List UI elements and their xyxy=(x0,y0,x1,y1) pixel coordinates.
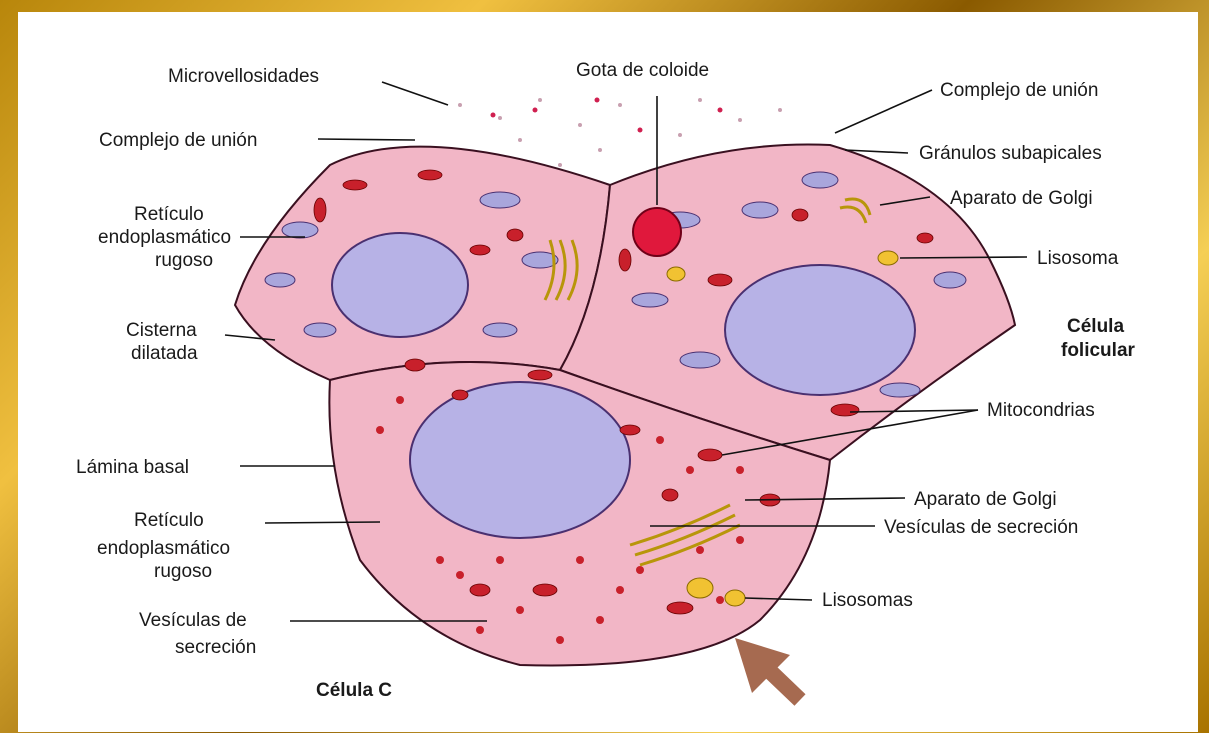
label-reticulo-bottom-3: rugoso xyxy=(154,561,212,582)
pointer-arrow xyxy=(735,638,800,700)
nucleus-c-cell xyxy=(410,382,630,538)
label-reticulo-top-2: endoplasmático xyxy=(98,227,231,248)
label-granulos-subapicales: Gránulos subapicales xyxy=(919,143,1102,164)
lysosome-top xyxy=(878,251,898,265)
lysosome-mid xyxy=(667,267,685,281)
label-lamina-basal: Lámina basal xyxy=(76,457,189,478)
label-golgi-bottom: Aparato de Golgi xyxy=(914,489,1057,510)
label-reticulo-top-1: Retículo xyxy=(134,204,204,225)
label-celula-folicular-1: Célula xyxy=(1067,316,1124,337)
label-complejo-union-left: Complejo de unión xyxy=(99,130,257,151)
label-complejo-union-right: Complejo de unión xyxy=(940,80,1098,101)
colloid-drop xyxy=(633,208,681,256)
label-reticulo-top-3: rugoso xyxy=(155,250,213,271)
label-golgi-top: Aparato de Golgi xyxy=(950,188,1093,209)
label-celula-c: Célula C xyxy=(316,680,392,701)
label-reticulo-bottom-2: endoplasmático xyxy=(97,538,230,559)
nucleus-left-follicular xyxy=(332,233,468,337)
label-microvellosidades: Microvellosidades xyxy=(168,66,319,87)
label-cisterna-1: Cisterna xyxy=(126,320,197,341)
label-mitocondrias: Mitocondrias xyxy=(987,400,1095,421)
label-celula-folicular-2: folicular xyxy=(1061,340,1136,361)
label-vesiculas-left-1: Vesículas de xyxy=(139,610,247,631)
lysosome-bottom-1 xyxy=(687,578,713,598)
label-vesiculas-right: Vesículas de secreción xyxy=(884,517,1078,538)
label-lisosoma: Lisosoma xyxy=(1037,248,1119,269)
label-reticulo-bottom-1: Retículo xyxy=(134,510,204,531)
label-gota-coloide: Gota de coloide xyxy=(576,60,709,81)
label-cisterna-2: dilatada xyxy=(131,343,198,364)
lysosome-bottom-2 xyxy=(725,590,745,606)
colloid-red-dots xyxy=(491,98,723,133)
label-lisosomas: Lisosomas xyxy=(822,590,913,611)
label-vesiculas-left-2: secreción xyxy=(175,637,256,658)
nucleus-right-follicular xyxy=(725,265,915,395)
